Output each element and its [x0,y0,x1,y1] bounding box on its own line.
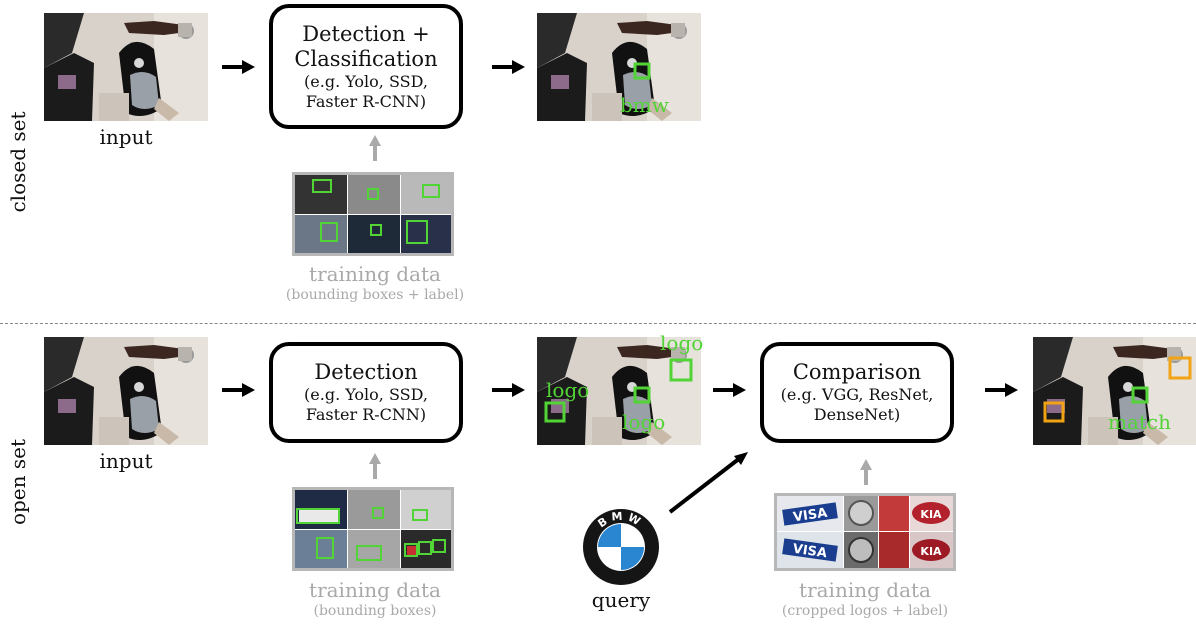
open-detect-subtitle: (e.g. Yolo, SSD, Faster R-CNN) [304,385,428,424]
kia-logo-text-1: KIA [920,508,942,521]
closed-box-subtitle: (e.g. Yolo, SSD, Faster R-CNN) [304,71,428,111]
open-input-caption: input [99,449,153,473]
open-up-arrow-1 [369,453,381,479]
visa-logo-text-1: VISA [792,506,828,526]
cropped-training-title: training data [799,578,931,602]
open-match-label: match [1108,410,1172,434]
open-compare-title: Comparison [792,360,922,384]
open-training-title: training data [309,578,441,602]
open-comparison-box: Comparison (e.g. VGG, ResNet, DenseNet) [760,342,954,443]
visa-logo-text-2: VISA [792,542,828,562]
open-training-data-grid [292,487,454,571]
closed-training-subtitle: (bounding boxes + label) [285,287,465,303]
open-compare-subtitle: (e.g. VGG, ResNet, DenseNet) [780,385,934,424]
closed-up-arrow [369,135,381,161]
cropped-logos-grid: VISA KIA VISA KIA [774,493,956,571]
query-caption: query [591,588,651,612]
open-arrow-1 [222,383,255,397]
closed-set-label: closed set [6,111,30,213]
open-up-arrow-2 [860,459,872,485]
open-training-caption: training data (bounding boxes) [260,578,490,620]
open-match-image [1033,337,1196,445]
open-arrow-3 [713,383,746,397]
open-detection-image [537,337,701,445]
query-arrow [668,452,748,514]
open-detect-label-3: logo [660,331,704,355]
section-divider [0,323,1196,324]
closed-arrow-1 [222,60,255,74]
closed-training-caption: training data (bounding boxes + label) [260,262,490,304]
closed-bbox [633,62,651,80]
open-detection-box: Detection (e.g. Yolo, SSD, Faster R-CNN) [269,342,463,443]
closed-input-image [44,13,208,121]
open-arrow-2 [492,383,525,397]
closed-box-title: Detection + Classification [294,21,438,71]
closed-input-caption: input [99,125,153,149]
open-training-subtitle: (bounding boxes) [313,603,437,619]
cropped-training-caption: training data (cropped logos + label) [750,578,980,620]
closed-training-title: training data [309,262,441,286]
closed-result-image [537,13,701,121]
open-arrow-4 [985,383,1018,397]
bmw-query-logo-icon: BMW [583,509,659,585]
closed-result-label: bmw [620,93,669,117]
kia-logo-text-2: KIA [920,545,942,558]
open-input-image [44,337,208,445]
closed-detection-classification-box: Detection + Classification (e.g. Yolo, S… [269,4,463,129]
open-set-label: open set [6,438,30,526]
open-detect-title: Detection [314,360,418,384]
open-detect-label-1: logo [546,378,590,402]
open-detect-label-2: logo [622,410,666,434]
closed-training-data-grid [292,172,454,256]
cropped-training-subtitle: (cropped logos + label) [781,603,949,619]
closed-arrow-2 [492,60,525,74]
